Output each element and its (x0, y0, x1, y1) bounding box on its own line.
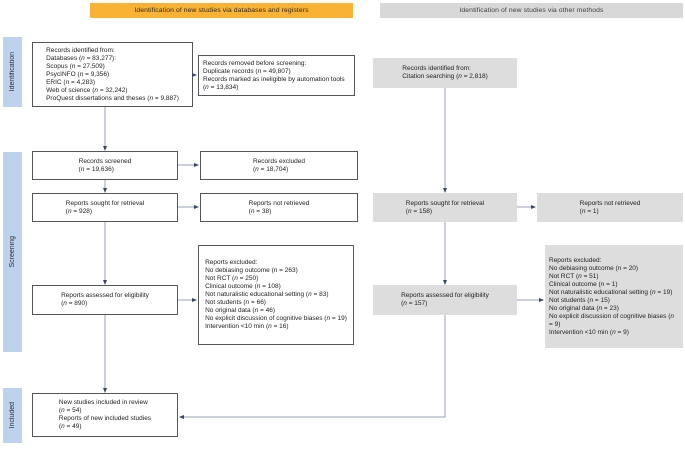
box-records-identified-citation-text: Records identified from:Citation searchi… (402, 65, 488, 80)
stage-identification-label: Identification (8, 52, 16, 92)
box-reports-excluded-databases: Reports excluded:No debiasing outcome (n… (198, 245, 354, 345)
box-records-excluded-text: Records excluded(n = 18,704) (252, 157, 306, 173)
header-other-methods: Identification of new studies via other … (380, 3, 683, 18)
stage-included: Included (3, 388, 22, 443)
box-reports-sought-other-text: Reports sought for retrieval(n = 158) (405, 199, 485, 215)
box-records-identified-citation: Records identified from:Citation searchi… (373, 58, 517, 88)
box-included-studies: New studies included in review(n = 54)Re… (32, 393, 178, 437)
box-reports-not-retrieved-databases-text: Reports not retrieved(n = 38) (248, 199, 310, 215)
box-reports-not-retrieved-other: Reports not retrieved(n = 1) (537, 193, 683, 222)
box-records-screened-text: Records screened(n = 19,636) (78, 157, 132, 173)
header-other-methods-label: Identification of new studies via other … (459, 6, 604, 14)
box-reports-sought-other: Reports sought for retrieval(n = 158) (373, 193, 517, 222)
box-reports-assessed-other: Reports assessed for eligibility(n = 157… (373, 285, 517, 315)
box-records-removed: Records removed before screening:Duplica… (198, 55, 355, 96)
stage-screening-label: Screening (8, 236, 16, 268)
box-records-screened: Records screened(n = 19,636) (32, 151, 178, 180)
box-records-excluded: Records excluded(n = 18,704) (200, 151, 358, 180)
header-databases-label: Identification of new studies via databa… (134, 6, 309, 14)
box-records-identified-databases-text: Records identified from:Databases (n = 8… (46, 46, 179, 102)
box-included-studies-text: New studies included in review(n = 54)Re… (58, 399, 152, 430)
stage-identification: Identification (3, 37, 22, 107)
stage-included-label: Included (8, 402, 16, 429)
box-records-identified-databases: Records identified from:Databases (n = 8… (32, 42, 193, 107)
header-databases-registers: Identification of new studies via databa… (90, 3, 353, 18)
box-reports-excluded-databases-text: Reports excluded:No debiasing outcome (n… (205, 259, 347, 330)
stage-screening: Screening (3, 152, 22, 352)
box-reports-sought-databases-text: Reports sought for retrieval(n = 928) (65, 199, 145, 215)
box-reports-not-retrieved-databases: Reports not retrieved(n = 38) (200, 193, 358, 222)
box-reports-assessed-databases-text: Reports assessed for eligibility(n = 890… (61, 292, 149, 307)
box-reports-excluded-other-text: Reports excluded:No debiasing outcome (n… (549, 256, 675, 336)
box-reports-assessed-other-text: Reports assessed for eligibility(n = 157… (401, 292, 489, 307)
box-reports-assessed-databases: Reports assessed for eligibility(n = 890… (32, 285, 178, 315)
box-reports-excluded-other: Reports excluded:No debiasing outcome (n… (545, 245, 683, 348)
box-reports-not-retrieved-other-text: Reports not retrieved(n = 1) (579, 199, 641, 215)
box-reports-sought-databases: Reports sought for retrieval(n = 928) (32, 193, 178, 222)
box-records-removed-text: Records removed before screening:Duplica… (203, 59, 345, 91)
